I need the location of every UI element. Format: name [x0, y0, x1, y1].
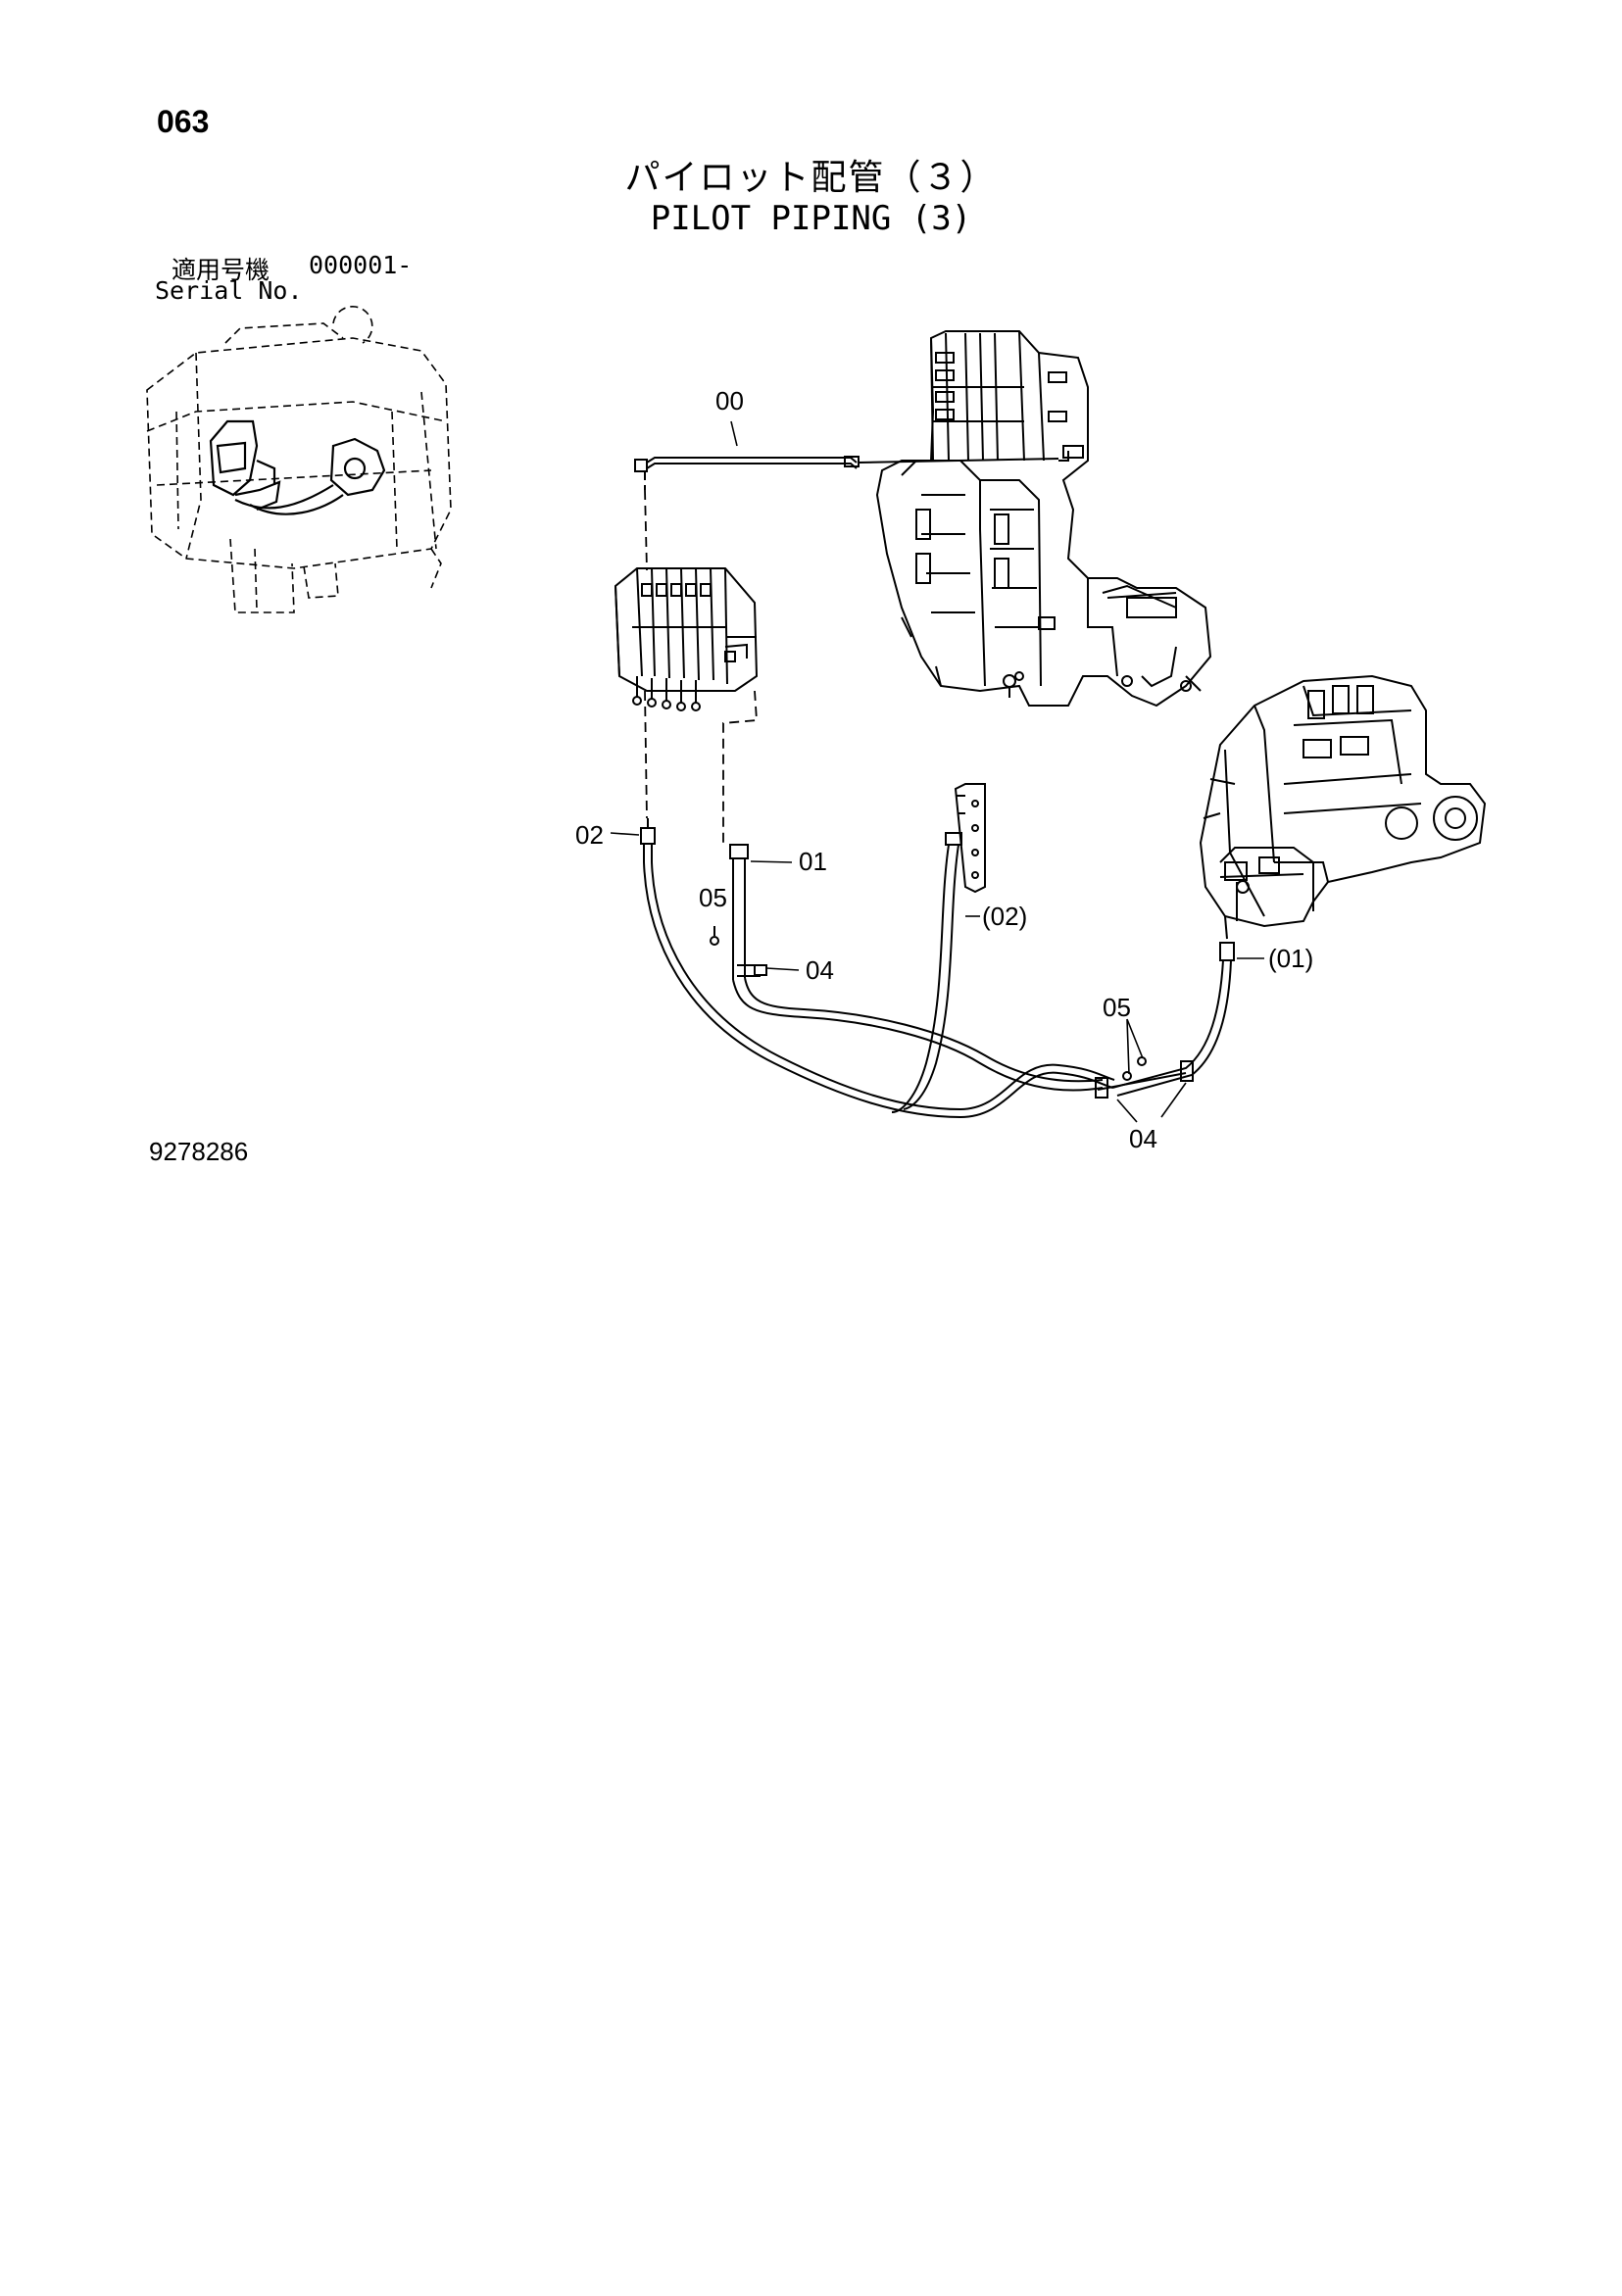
pilot-hose-01-paren	[1111, 942, 1235, 1097]
pilot-hose-00	[634, 456, 1059, 490]
title-english: PILOT PIPING (3)	[650, 199, 972, 238]
leader-lines-dashed	[644, 489, 758, 848]
pilot-hose-02-paren	[891, 783, 986, 1113]
callout-04-right: 04	[1129, 1124, 1157, 1153]
callout-05-left: 05	[699, 883, 727, 912]
serial-label-english: Serial No.	[155, 276, 303, 305]
callout-01: 01	[799, 847, 827, 876]
serial-number-value: 000001-	[309, 251, 413, 279]
control-valve-upper-right	[875, 330, 1212, 708]
callout-leaders	[610, 420, 1264, 1123]
serial-label-japanese: 適用号機	[172, 256, 270, 284]
callout-02-parenthesized: (02)	[982, 902, 1027, 931]
callout-00: 00	[715, 386, 744, 415]
callout-04-left: 04	[806, 955, 834, 985]
callout-01-parenthesized: (01)	[1268, 944, 1313, 973]
title-japanese: パイロット配管（３）	[624, 158, 998, 198]
machine-location-thumbnail	[146, 306, 452, 613]
pilot-hose-01	[729, 844, 1104, 1092]
page-number: 063	[157, 104, 210, 139]
drawing-number: 9278286	[149, 1137, 249, 1166]
pilot-hose-02	[640, 818, 1115, 1119]
callout-05-right: 05	[1103, 993, 1131, 1022]
main-pump-right	[1199, 674, 1487, 940]
callout-02: 02	[575, 820, 604, 850]
control-valve-left	[614, 567, 759, 711]
